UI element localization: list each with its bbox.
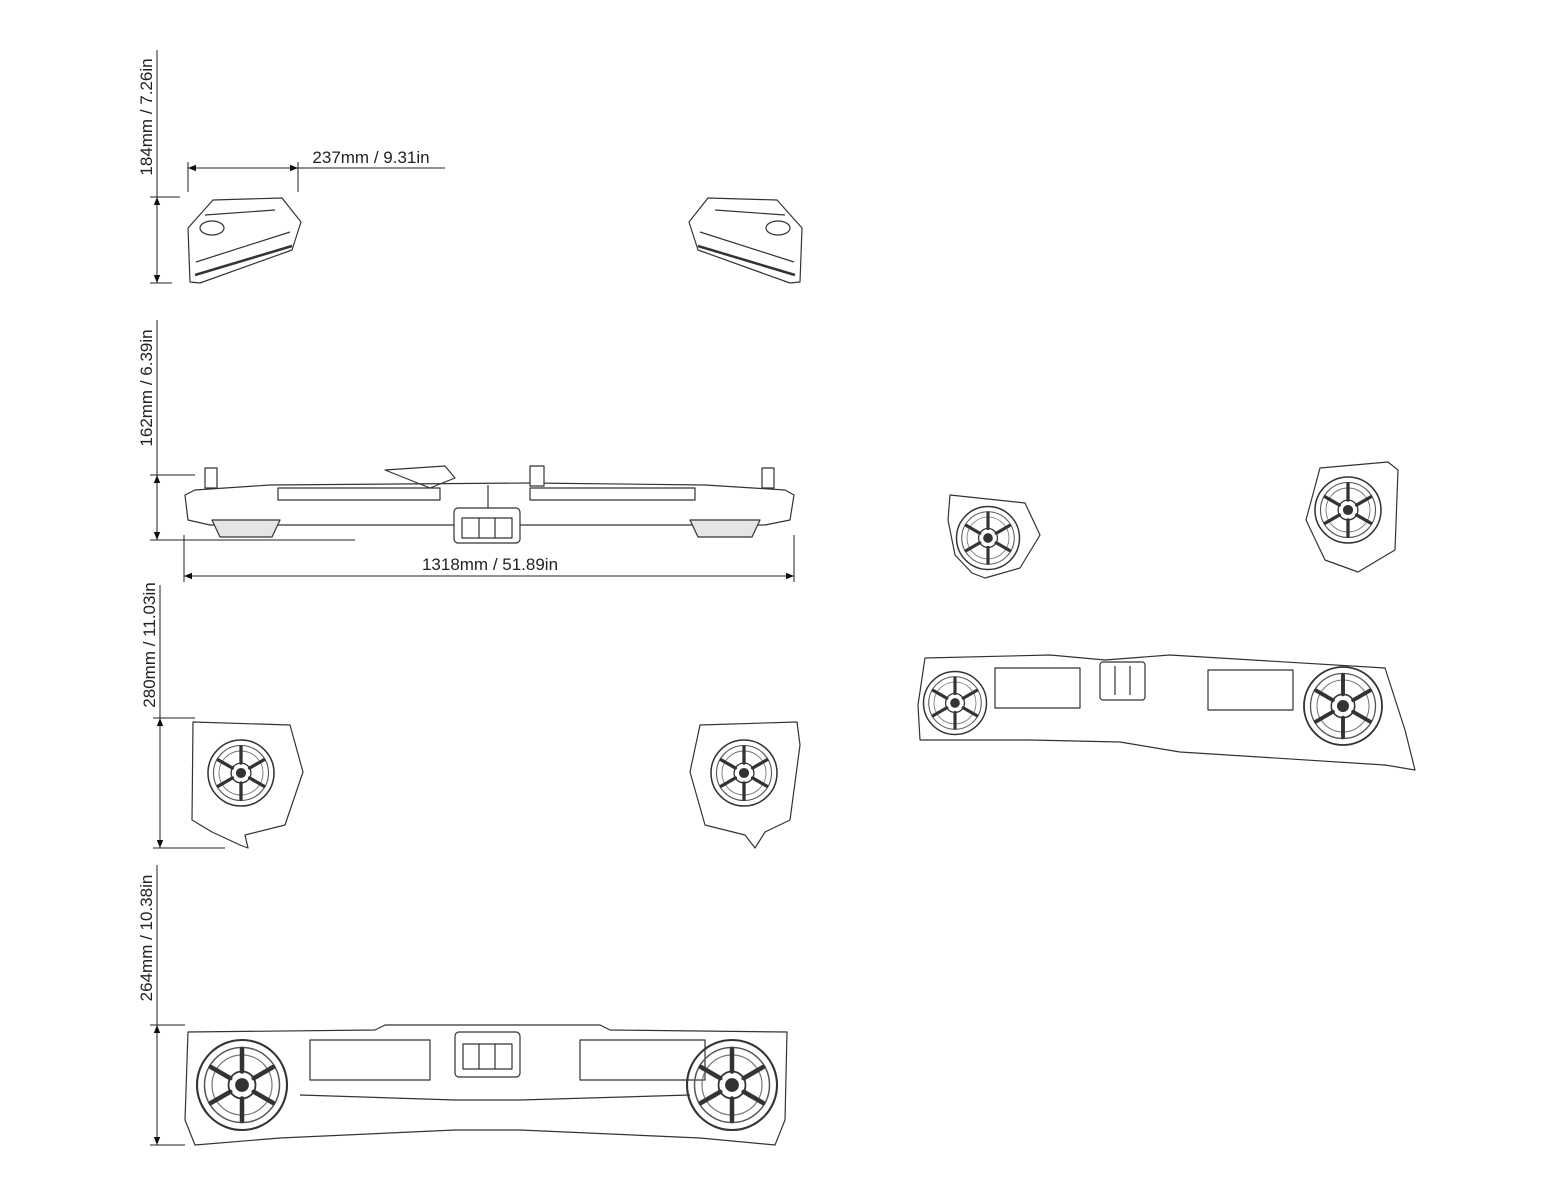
speaker-pod-front-right <box>689 721 801 849</box>
bar-width-label: 1318mm / 51.89in <box>421 555 559 574</box>
side-pod-top-right <box>688 197 803 284</box>
speaker-pod-iso-right <box>1305 461 1399 573</box>
side-pod-height-label: 184mm / 7.26in <box>137 58 156 176</box>
speaker-bar-front-view <box>184 1024 788 1146</box>
side-pod-top-left <box>187 197 302 284</box>
dimension-lines <box>150 50 795 1146</box>
speaker-bar-top-view <box>184 465 795 544</box>
speaker-pod-iso-left <box>947 494 1041 579</box>
side-pod-width-label: 237mm / 9.31in <box>312 148 430 167</box>
speaker-pod-front-left <box>191 721 304 849</box>
front-pod-height-label: 280mm / 11.03in <box>140 582 159 708</box>
bar-top-height-label: 162mm / 6.39in <box>137 329 156 447</box>
speaker-bar-iso <box>917 654 1416 771</box>
bar-front-height-label: 264mm / 10.38in <box>137 874 156 1002</box>
